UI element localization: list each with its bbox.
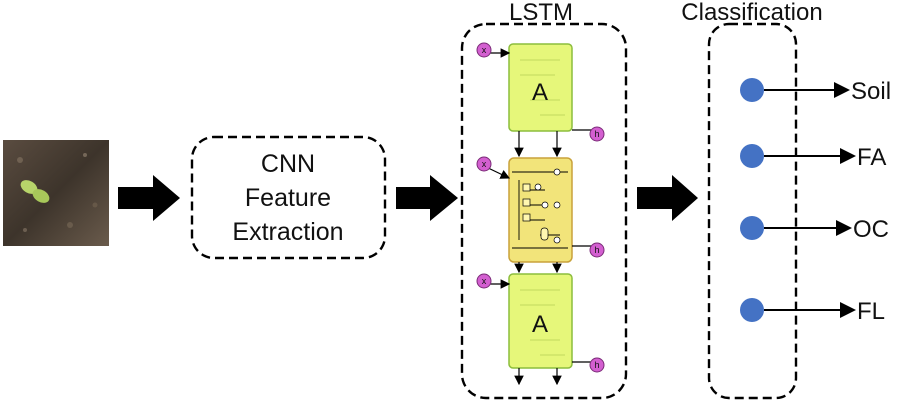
seedling-photo xyxy=(3,140,109,246)
lstm-output-bottom-label: h xyxy=(594,360,599,370)
class-label-oc: OC xyxy=(853,216,889,243)
lstm-input-mid-label: x xyxy=(482,159,487,169)
cnn-line-2: Feature xyxy=(245,184,331,212)
classification-box xyxy=(707,22,798,400)
lstm-output-node-top: h xyxy=(589,126,605,142)
lstm-cell-top: A xyxy=(508,43,573,132)
lstm-box xyxy=(460,22,628,400)
flow-arrow-3 xyxy=(637,175,698,221)
lstm-output-node-middle: h xyxy=(589,242,605,258)
flow-arrow-2 xyxy=(396,175,458,221)
class-node xyxy=(740,78,764,102)
lstm-output-mid-label: h xyxy=(594,245,599,255)
lstm-output-top-label: h xyxy=(594,129,599,139)
class-fa: FA xyxy=(740,144,886,171)
lstm-input-node-bottom: x xyxy=(476,273,492,289)
lstm-input-top-label: x xyxy=(482,45,487,55)
class-label-soil: Soil xyxy=(851,78,891,105)
class-label-fl: FL xyxy=(857,298,885,325)
class-node xyxy=(740,216,764,240)
class-oc: OC xyxy=(740,216,889,243)
class-soil: Soil xyxy=(740,78,891,105)
cnn-line-1: CNN xyxy=(261,150,315,178)
cnn-line-3: Extraction xyxy=(232,218,343,246)
lstm-cell-middle xyxy=(508,157,573,263)
class-node xyxy=(740,144,764,168)
class-label-fa: FA xyxy=(857,144,886,171)
lstm-cell-top-label: A xyxy=(532,79,548,106)
cnn-box: CNN Feature Extraction xyxy=(190,135,387,260)
class-node xyxy=(740,298,764,322)
class-fl: FL xyxy=(740,298,885,325)
lstm-input-node-top: x xyxy=(476,42,492,58)
lstm-input-node-middle: x xyxy=(476,156,492,172)
flow-arrow-1 xyxy=(118,175,180,221)
classification-title: Classification xyxy=(681,0,822,26)
lstm-cell-bottom: A xyxy=(508,273,573,369)
lstm-output-node-bottom: h xyxy=(589,357,605,373)
lstm-title: LSTM xyxy=(509,0,573,26)
lstm-cell-bottom-label: A xyxy=(532,311,548,338)
lstm-input-bottom-label: x xyxy=(482,276,487,286)
